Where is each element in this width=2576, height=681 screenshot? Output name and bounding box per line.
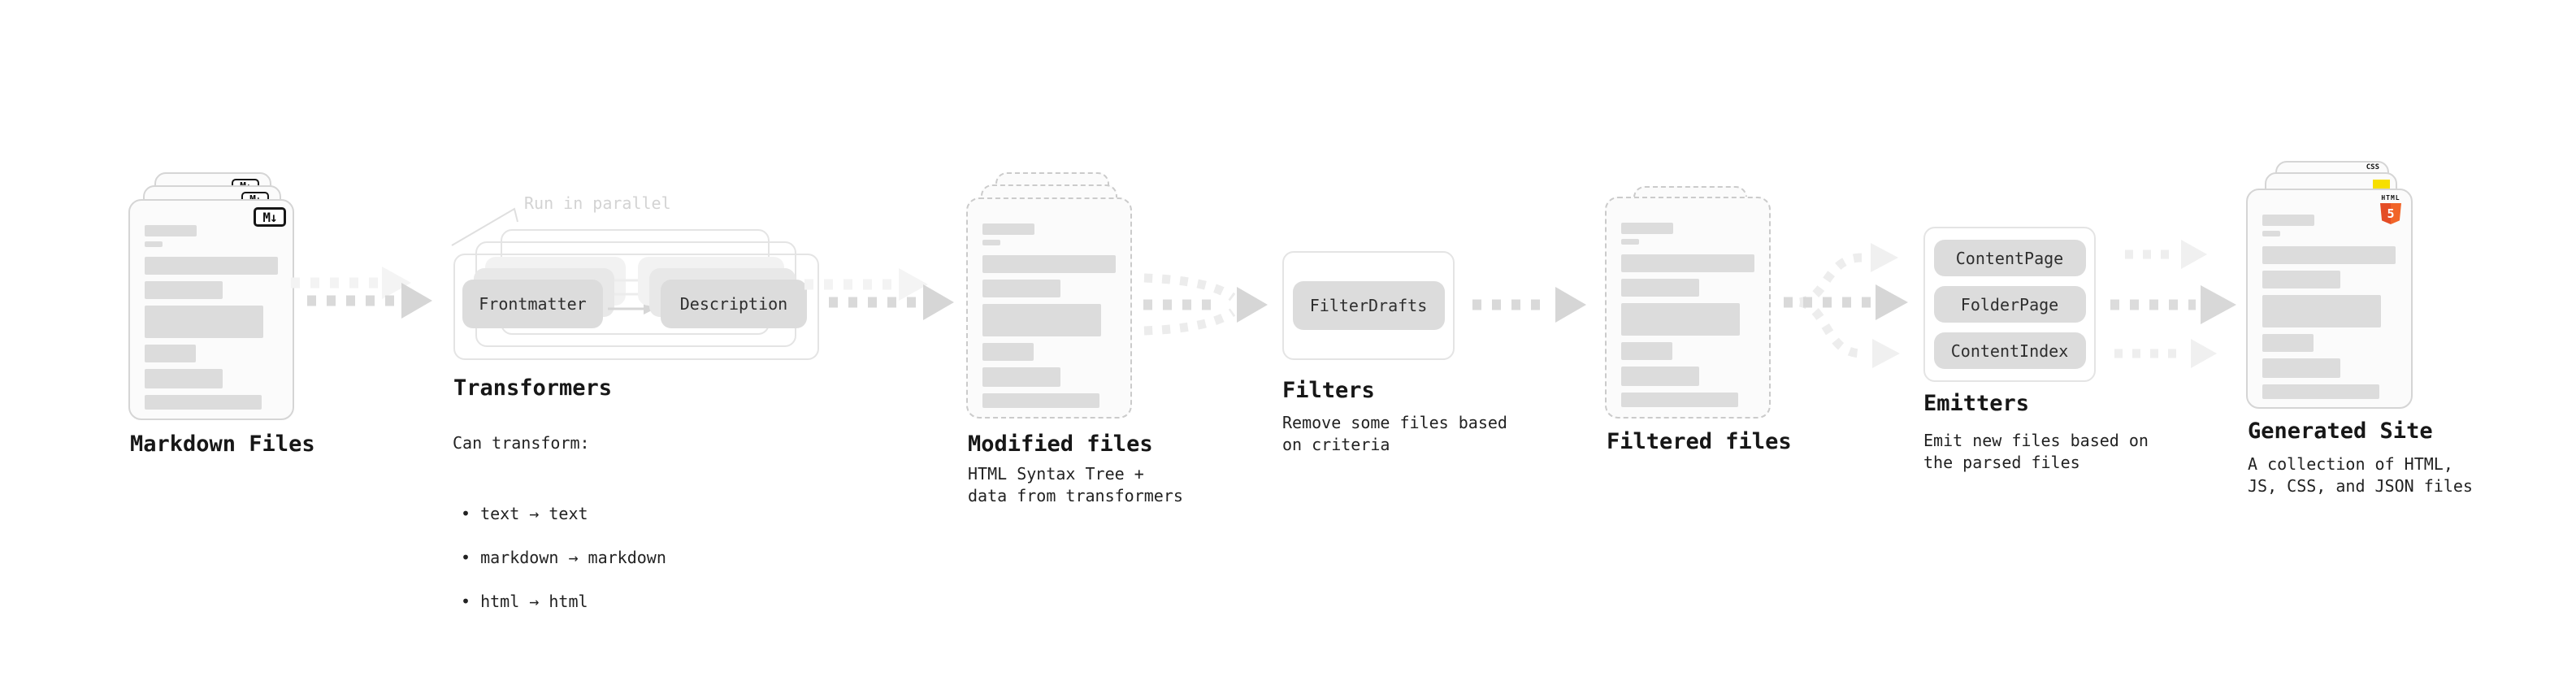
- transformers-description: Can transform: • text → text • markdown …: [453, 410, 666, 657]
- doc-text-line: [2262, 334, 2314, 352]
- filterdrafts-chip: FilterDrafts: [1292, 281, 1445, 330]
- arrow-transformers-to-modified: [804, 268, 954, 320]
- doc-text-line: [982, 393, 1099, 408]
- doc-text-line: [2262, 246, 2396, 264]
- doc-text-line: [2262, 358, 2340, 378]
- can-transform-heading: Can transform:: [453, 433, 590, 453]
- doc-text-line: [145, 395, 262, 410]
- modified-file-front: [966, 197, 1132, 419]
- filters-title: Filters: [1282, 378, 1375, 403]
- filtered-file-front: [1605, 197, 1771, 419]
- arrow-head: [1876, 284, 1908, 320]
- doc-text-line: [145, 225, 197, 236]
- doc-text-lines: [145, 225, 278, 410]
- modified-files-title: Modified files: [968, 432, 1153, 457]
- generated-file-front: HTML 5: [2246, 189, 2413, 409]
- doc-text-line: [982, 255, 1116, 273]
- doc-text-line: [2262, 231, 2280, 236]
- doc-text-line: [2262, 271, 2340, 288]
- doc-text-line: [1621, 239, 1639, 245]
- arrow-head: [1237, 287, 1268, 323]
- arrow-markdown-to-transformers: [291, 267, 432, 319]
- can-transform-item: • markdown → markdown: [461, 548, 666, 567]
- run-in-parallel-note: Run in parallel: [524, 193, 671, 213]
- doc-text-line: [145, 281, 223, 299]
- js-file-badge: [2373, 180, 2390, 191]
- filters-description: Remove some files based on criteria: [1282, 413, 1507, 454]
- arrow-filters-to-filtered: [1472, 287, 1586, 323]
- description-chip: Description: [661, 280, 807, 328]
- emitters-container: ContentPage FolderPage ContentIndex: [1923, 227, 2096, 382]
- html5-logo-icon: HTML 5: [2379, 194, 2403, 224]
- frontmatter-chip: Frontmatter: [462, 280, 603, 328]
- doc-text-line: [1621, 342, 1672, 360]
- can-transform-list: • text → text • markdown → markdown • ht…: [453, 481, 666, 635]
- can-transform-item: • text → text: [461, 504, 588, 523]
- generated-site-title: Generated Site: [2248, 419, 2433, 444]
- doc-text-line: [1621, 393, 1738, 407]
- arrow-emitters-to-generated: [2110, 240, 2236, 368]
- doc-text-line: [2262, 384, 2379, 399]
- contentindex-chip: ContentIndex: [1933, 332, 2086, 369]
- modified-files-description: HTML Syntax Tree + data from transformer…: [968, 464, 1183, 505]
- doc-text-line: [145, 306, 263, 338]
- doc-text-line: [982, 280, 1060, 297]
- doc-text-line: [1621, 223, 1673, 234]
- arrow-ghost-head: [382, 267, 411, 299]
- doc-text-line: [145, 241, 163, 247]
- arrow-head-middle: [2201, 285, 2236, 324]
- markdown-file-front: M↓: [128, 199, 294, 420]
- doc-text-lines: [2262, 215, 2396, 399]
- doc-text-line: [2262, 215, 2314, 226]
- filtered-files-title: Filtered files: [1607, 429, 1792, 454]
- arrow-head-top: [2181, 240, 2207, 269]
- doc-text-line: [145, 345, 196, 362]
- diverge-branch-top: [1798, 253, 1863, 307]
- arrow-head-bottom: [2191, 339, 2217, 368]
- diverge-branch-bottom: [1798, 297, 1863, 358]
- converge-branch-bottom: [1143, 308, 1236, 336]
- emitters-description: Emit new files based on the parsed files: [1923, 431, 2149, 472]
- doc-text-line: [982, 343, 1034, 361]
- arrow-filtered-to-emitters: [1784, 243, 1908, 368]
- folderpage-chip: FolderPage: [1933, 286, 2086, 323]
- doc-text-line: [145, 369, 223, 388]
- doc-text-line: [1621, 303, 1740, 336]
- filters-container: FilterDrafts: [1282, 251, 1455, 360]
- emitters-title: Emitters: [1923, 391, 2030, 416]
- doc-text-line: [982, 223, 1034, 235]
- doc-text-lines: [1621, 223, 1754, 407]
- generated-site-description: A collection of HTML, JS, CSS, and JSON …: [2248, 454, 2473, 496]
- doc-text-line: [982, 304, 1101, 336]
- doc-text-line: [1621, 279, 1699, 297]
- converge-branch-top: [1143, 273, 1236, 301]
- arrow-head: [401, 283, 432, 319]
- doc-text-line: [1621, 367, 1699, 386]
- arrow-head: [1555, 287, 1586, 323]
- doc-text-line: [982, 240, 1000, 245]
- doc-text-line: [2262, 295, 2381, 327]
- diverge-head-bottom: [1872, 339, 1900, 368]
- diverge-head-top: [1871, 243, 1898, 272]
- html5-logo-word: HTML: [2381, 194, 2400, 202]
- markdown-badge-icon: M↓: [254, 207, 286, 227]
- arrow-modified-to-filters: [1143, 273, 1268, 336]
- html5-shield-icon: 5: [2380, 203, 2401, 224]
- can-transform-item: • html → html: [461, 592, 588, 611]
- contentpage-chip: ContentPage: [1933, 240, 2086, 276]
- doc-text-line: [1621, 254, 1754, 272]
- transformers-title: Transformers: [453, 375, 613, 401]
- doc-text-line: [982, 367, 1060, 387]
- transformers-container-front: [453, 254, 819, 360]
- note-leader-line: [451, 207, 518, 246]
- leader-path: [451, 207, 518, 246]
- markdown-files-title: Markdown Files: [130, 432, 315, 457]
- doc-text-lines: [982, 223, 1116, 408]
- arrow-head: [923, 284, 954, 320]
- arrow-ghost-head: [899, 268, 928, 301]
- doc-text-line: [145, 257, 278, 275]
